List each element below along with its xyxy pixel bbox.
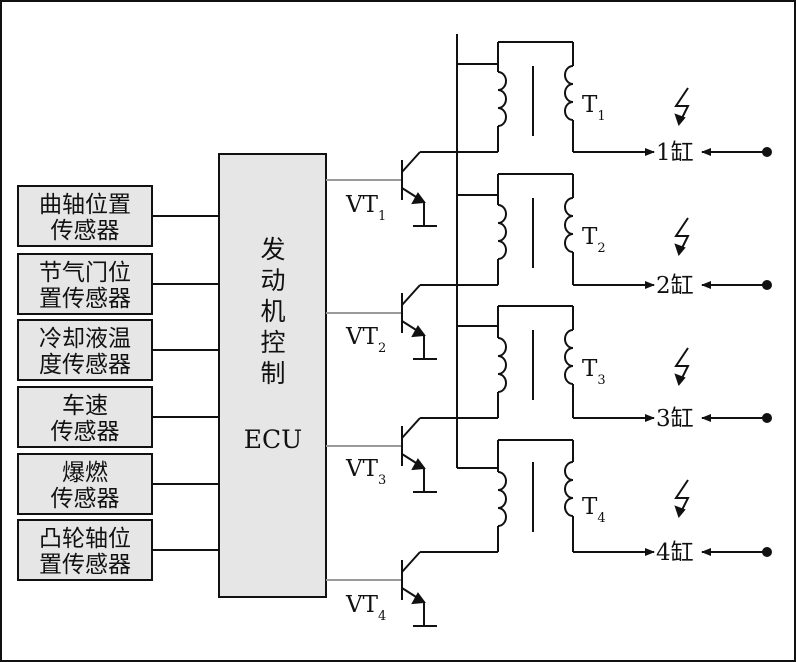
spark-icon (674, 217, 690, 257)
transistor-vt1 (401, 151, 498, 227)
ecu-box: 发 动 机 控 制 ECU (218, 153, 327, 598)
coil-label: T3 (582, 356, 606, 388)
ecu-abbr: ECU (244, 425, 302, 454)
sensor-box: 曲轴位置 传感器 (17, 185, 153, 247)
terminal-dot (762, 413, 772, 423)
sensor-label-line1: 冷却液温 (39, 326, 131, 352)
coil-label: T2 (582, 224, 606, 256)
transistor-vt4 (401, 551, 498, 627)
cylinder-label: 2缸 (656, 273, 694, 299)
spark-icon (674, 479, 690, 519)
terminal-dot (762, 147, 772, 157)
sensor-label-line1: 车速 (62, 393, 108, 419)
ecu-outputs (326, 179, 402, 581)
cylinder-label: 1缸 (656, 140, 694, 166)
spark-icons (674, 87, 690, 519)
transistor-vt2 (401, 284, 498, 360)
sensor-box: 冷却液温 度传感器 (17, 319, 153, 381)
cylinder-inputs (701, 148, 766, 556)
sensor-box: 凸轮轴位 置传感器 (17, 519, 153, 581)
cylinder-label: 3缸 (656, 406, 694, 432)
transistor-label: VT1 (345, 192, 386, 224)
sensor-box: 爆燃 传感器 (17, 453, 153, 515)
spark-icon (674, 87, 690, 127)
coil-t1 (457, 41, 655, 156)
sensor-label-line1: 曲轴位置 (39, 192, 131, 218)
transistor-vt3 (401, 417, 498, 493)
sensor-connections (152, 215, 219, 551)
terminals (762, 147, 772, 557)
terminal-dot (762, 547, 772, 557)
coil-t4 (457, 439, 655, 556)
sensor-box: 车速 传感器 (17, 386, 153, 448)
ecu-char: 制 (260, 359, 285, 388)
ecu-char: 机 (260, 297, 285, 326)
sensor-label-line2: 传感器 (51, 486, 120, 512)
coil-t3 (457, 305, 655, 422)
sensor-box: 节气门位 置传感器 (17, 253, 153, 315)
sensor-label-line2: 置传感器 (39, 286, 131, 312)
sensor-label-line2: 传感器 (51, 218, 120, 244)
sensor-label-line1: 爆燃 (62, 460, 108, 486)
sensor-label-line1: 节气门位 (39, 260, 131, 286)
sensor-label-line2: 置传感器 (39, 552, 131, 578)
sensor-label-line2: 传感器 (51, 419, 120, 445)
transistor-label: VT3 (345, 456, 386, 488)
ecu-char: 发 (260, 235, 285, 264)
transistor-label: VT2 (345, 324, 386, 356)
terminal-dot (762, 280, 772, 290)
sensor-label-line1: 凸轮轴位 (39, 526, 131, 552)
coil-t2 (457, 173, 655, 289)
coil-label: T1 (582, 92, 606, 124)
cylinder-label: 4缸 (656, 540, 694, 566)
coil-label: T4 (582, 494, 606, 526)
spark-icon (674, 347, 690, 387)
ecu-char: 动 (260, 266, 285, 295)
ecu-char: 控 (260, 328, 285, 357)
sensor-group: 曲轴位置 传感器 节气门位 置传感器 冷却液温 度传感器 车速 传感器 爆燃 传… (17, 185, 153, 581)
transistor-label: VT4 (345, 592, 386, 624)
sensor-label-line2: 度传感器 (39, 352, 131, 378)
